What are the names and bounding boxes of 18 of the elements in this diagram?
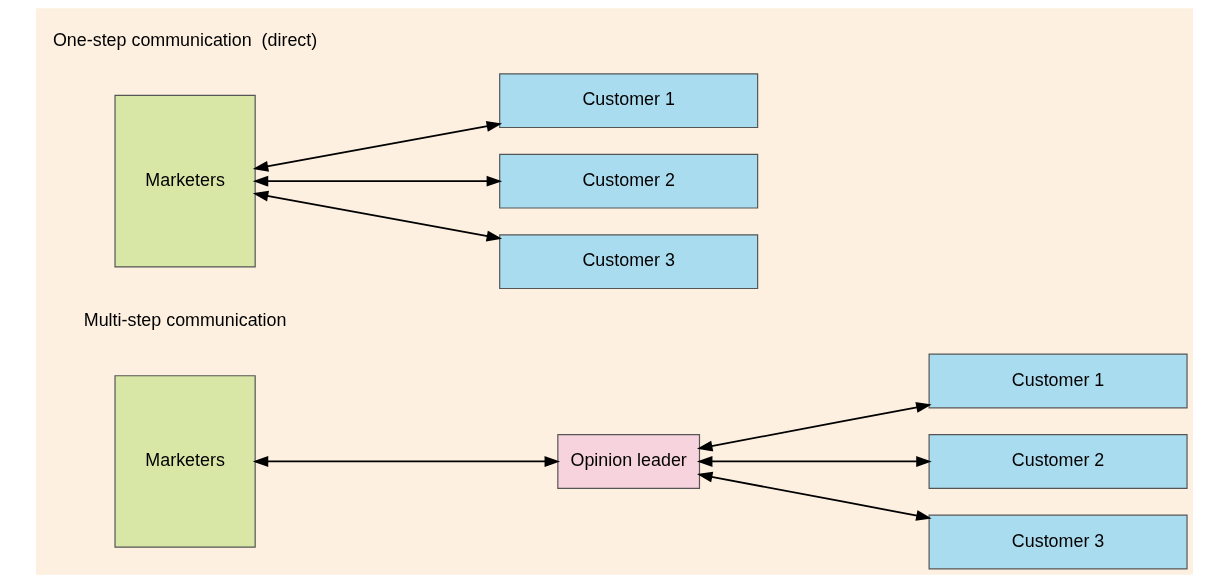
arrow (696, 402, 932, 452)
label: One-step communication (direct) (52, 29, 317, 50)
arrow (252, 456, 560, 467)
node-box: Customer 2 (928, 434, 1188, 489)
node-box: Customer 1 (498, 73, 758, 129)
node-box: Marketers (113, 375, 256, 548)
arrow (696, 456, 932, 467)
node-box: Marketers (113, 94, 256, 268)
arrow (252, 190, 502, 242)
node-box: Customer 1 (928, 353, 1188, 409)
node-box: Customer 3 (928, 514, 1188, 570)
arrow (696, 471, 932, 521)
arrow (252, 120, 502, 172)
label: Multi-step communication (83, 309, 286, 330)
node-box: Customer 2 (498, 153, 758, 209)
node-box: Opinion leader (556, 434, 700, 489)
node-box: Customer 3 (498, 234, 758, 290)
arrow (252, 175, 502, 187)
